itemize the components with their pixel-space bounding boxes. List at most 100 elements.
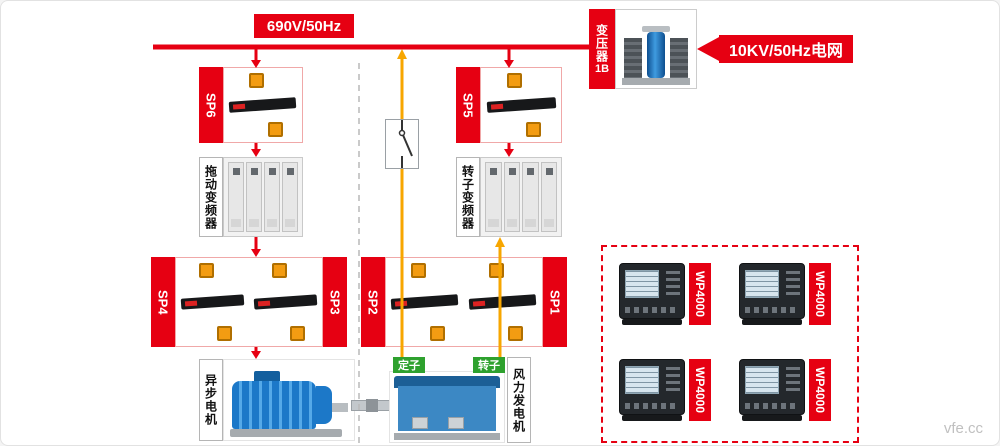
motor-image [223,359,355,441]
sensor-label-text: SP4 [155,289,171,315]
generator-roof [394,376,500,388]
shaft-coupling [351,399,393,412]
sensor-body [469,294,537,310]
wp4000-label-text: WP4000 [813,270,827,318]
current-sensor-image [249,258,322,346]
cabinet-panel [522,162,539,232]
motor-base [230,429,342,437]
rotor-inverter-node: 转子变频器 [456,157,562,237]
sensor-clamp-icon [289,326,305,341]
sensor-clamp-icon [199,263,215,278]
sensor-label-sp1: SP1 [543,257,567,347]
transformer-node: 变压器 1B [589,9,697,89]
transformer-image [615,9,697,89]
breaker-glyph [398,120,413,168]
arrow-down-icon [251,149,261,157]
instrument-base [622,415,682,421]
sensor-clamp-icon [248,73,264,88]
sensor-body [229,97,297,113]
instrument-base [742,319,802,325]
generator-image [389,371,505,443]
sensor-label-sp2: SP2 [361,257,385,347]
breaker-symbol [385,119,419,169]
analyzer-cell: WP4000 [739,263,831,325]
grid-voltage-label: 10KV/50Hz电网 [719,35,853,63]
cabinet-panel [485,162,502,232]
motor-shaft [332,403,348,412]
bus-voltage-label: 690V/50Hz [254,14,354,38]
wp4000-label: WP4000 [809,359,831,421]
rotor-inverter-label-text: 转子变频器 [460,164,475,230]
instrument-keys [666,271,680,297]
sensor-pair-image [385,257,543,347]
wp4000-label: WP4000 [809,263,831,325]
transformer-label: 变压器 1B [589,9,615,89]
motor-terminal-box [254,371,280,383]
transformer-radiator [670,38,688,78]
sensor-node-sp2-sp1: SP2 SP1 [361,257,567,347]
transformer-base [622,78,690,85]
wp4000-label-text: WP4000 [693,366,707,414]
wp4000-label-text: WP4000 [813,366,827,414]
rotor-inverter-label: 转子变频器 [456,157,480,237]
sensor-node-sp5: SP5 [456,67,562,143]
sensor-label-text: SP5 [460,92,476,118]
arrow-up-icon [495,237,505,247]
instrument-key-row [625,403,677,409]
async-motor-node: 异步电机 [199,359,355,441]
transformer-core [647,32,665,78]
sensor-body [486,97,556,113]
sensor-clamp-icon [410,263,426,278]
sensor-body [391,294,459,310]
sensor-pair-image [175,257,323,347]
sensor-label-text: SP2 [365,289,381,315]
sensor-body [180,294,245,310]
async-motor-label-text: 异步电机 [203,374,218,426]
instrument-key-row [745,307,797,313]
current-sensor-image [223,67,303,143]
wp4000-instrument-image [739,263,805,325]
async-motor-label: 异步电机 [199,359,223,441]
inverter-cabinet-image [223,157,303,237]
stator-badge: 定子 [393,357,425,373]
current-sensor-image [176,258,249,346]
arrow-down-icon [251,249,261,257]
arrow-down-icon [504,149,514,157]
cabinet-panel [264,162,280,232]
analyzer-cell: WP4000 [739,359,831,421]
sensor-clamp-icon [272,263,288,278]
transformer-radiator [624,38,642,78]
cabinet-panel [282,162,298,232]
instrument-key-row [745,403,797,409]
wp4000-label-text: WP4000 [693,270,707,318]
sensor-body [253,294,318,310]
instrument-screen [745,366,779,394]
arrow-down-icon [251,351,261,359]
drive-inverter-node: 拖动变频器 [199,157,303,237]
instrument-screen [625,270,659,298]
wp4000-label: WP4000 [689,263,711,325]
wp4000-label: WP4000 [689,359,711,421]
sensor-clamp-icon [507,326,523,341]
wind-generator-label-text: 风力发电机 [511,367,526,433]
sensor-label-sp4: SP4 [151,257,175,347]
grid-arrow-icon [697,36,721,62]
sensor-label-sp3: SP3 [323,257,347,347]
wp4000-instrument-image [619,263,685,325]
sensor-label-text: SP3 [327,289,343,315]
motor-body [232,381,316,429]
instrument-screen [625,366,659,394]
sensor-label-text: SP1 [547,289,563,315]
analyzer-panel: WP4000 WP4000 WP40 [601,245,859,443]
sensor-node-sp6: SP6 [199,67,303,143]
current-sensor-image [464,258,542,346]
sensor-node-sp4-sp3: SP4 SP3 [151,257,347,347]
cabinet-panel [228,162,244,232]
instrument-keys [786,271,800,297]
sensor-label-text: SP6 [203,92,219,118]
sensor-clamp-icon [488,263,504,278]
instrument-keys [666,367,680,393]
wind-generator-label: 风力发电机 [507,357,531,443]
instrument-base [622,319,682,325]
